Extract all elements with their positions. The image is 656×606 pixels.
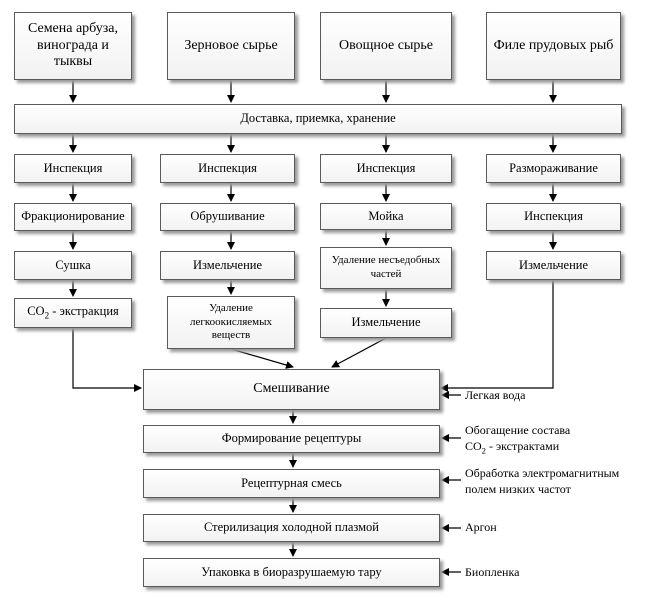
- step-delivery: Доставка, приемка, хранение: [14, 104, 622, 134]
- note-argon: Аргон: [465, 520, 497, 534]
- col3-inedible-removal: Удаление несъедобных частей: [320, 247, 452, 289]
- source-seeds: Семена арбуза, винограда и тыквы: [14, 12, 132, 80]
- col1-fractionation: Фракционирование: [14, 203, 132, 231]
- note-enrichment: Обогащение состава CO2 - экстрактами: [465, 423, 571, 455]
- step-packaging: Упаковка в биоразрушаемую тару: [143, 558, 440, 587]
- step-formulation: Формирование рецептуры: [143, 425, 440, 453]
- note-light-water: Легкая вода: [465, 388, 526, 402]
- col1-inspection: Инспекция: [14, 154, 132, 183]
- col3-inspection: Инспекция: [320, 154, 452, 183]
- col1-co2-extraction: CO2 - экстракция: [14, 298, 132, 328]
- source-fish: Филе прудовых рыб: [486, 12, 621, 80]
- step-recipe-mix: Рецептурная смесь: [143, 469, 440, 498]
- col4-grinding: Измельчение: [486, 251, 621, 280]
- col2-dehulling: Обрушивание: [160, 203, 295, 231]
- col1-drying: Сушка: [14, 251, 132, 280]
- col3-grinding: Измельчение: [320, 308, 452, 338]
- col2-inspection: Инспекция: [160, 154, 295, 183]
- step-sterilization: Стерилизация холодной плазмой: [143, 514, 440, 542]
- col3-washing: Мойка: [320, 203, 452, 230]
- col4-inspection: Инспекция: [486, 203, 621, 231]
- source-grain: Зерновое сырье: [167, 12, 295, 80]
- source-vegetable: Овощное сырье: [320, 12, 452, 80]
- note-emf-treatment: Обработка электромагнитным полем низких …: [465, 466, 620, 496]
- col4-defrosting: Размораживание: [486, 154, 621, 183]
- col2-oxidizable-removal: Удаление легкоокисляемых веществ: [167, 296, 295, 349]
- note-biofilm: Биопленка: [465, 565, 520, 579]
- col2-grinding: Измельчение: [160, 251, 295, 280]
- step-mixing: Смешивание: [143, 369, 440, 410]
